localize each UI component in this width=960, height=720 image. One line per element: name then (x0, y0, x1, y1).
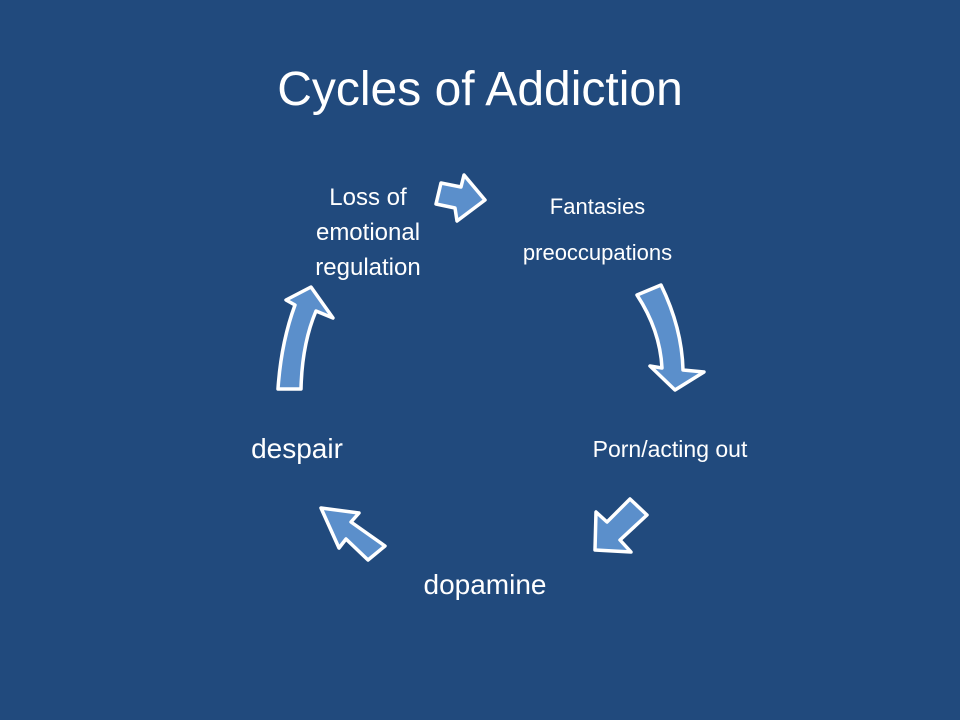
arrow-porn-to-dopamine (593, 497, 649, 554)
node-porn-acting-out: Porn/acting out (555, 432, 785, 466)
arrow-fantasies-to-porn (635, 283, 706, 392)
node-fantasies-preoccupations: Fantasies preoccupations (490, 190, 705, 270)
arrow-loss-to-fantasies (434, 173, 487, 223)
node-despair: despair (232, 429, 362, 469)
node-despair-line-1: despair (251, 433, 343, 464)
node-loss-line-1: Loss of (329, 184, 407, 211)
node-fantasies-line-2: preoccupations (522, 240, 673, 265)
node-fantasies-line-1: Fantasies (549, 194, 646, 219)
node-loss-line-3: regulation (315, 254, 421, 281)
arrow-despair-to-loss (276, 285, 335, 391)
node-porn-line-1: Porn/acting out (592, 436, 748, 462)
node-dopamine-line-1: dopamine (423, 569, 547, 600)
slide-title: Cycles of Addiction (277, 63, 683, 116)
arrow-dopamine-to-despair (319, 506, 387, 562)
node-dopamine: dopamine (395, 566, 575, 604)
node-loss-of-emotional-regulation: Loss of emotional regulation (288, 180, 448, 285)
node-loss-line-2: emotional (315, 219, 421, 246)
